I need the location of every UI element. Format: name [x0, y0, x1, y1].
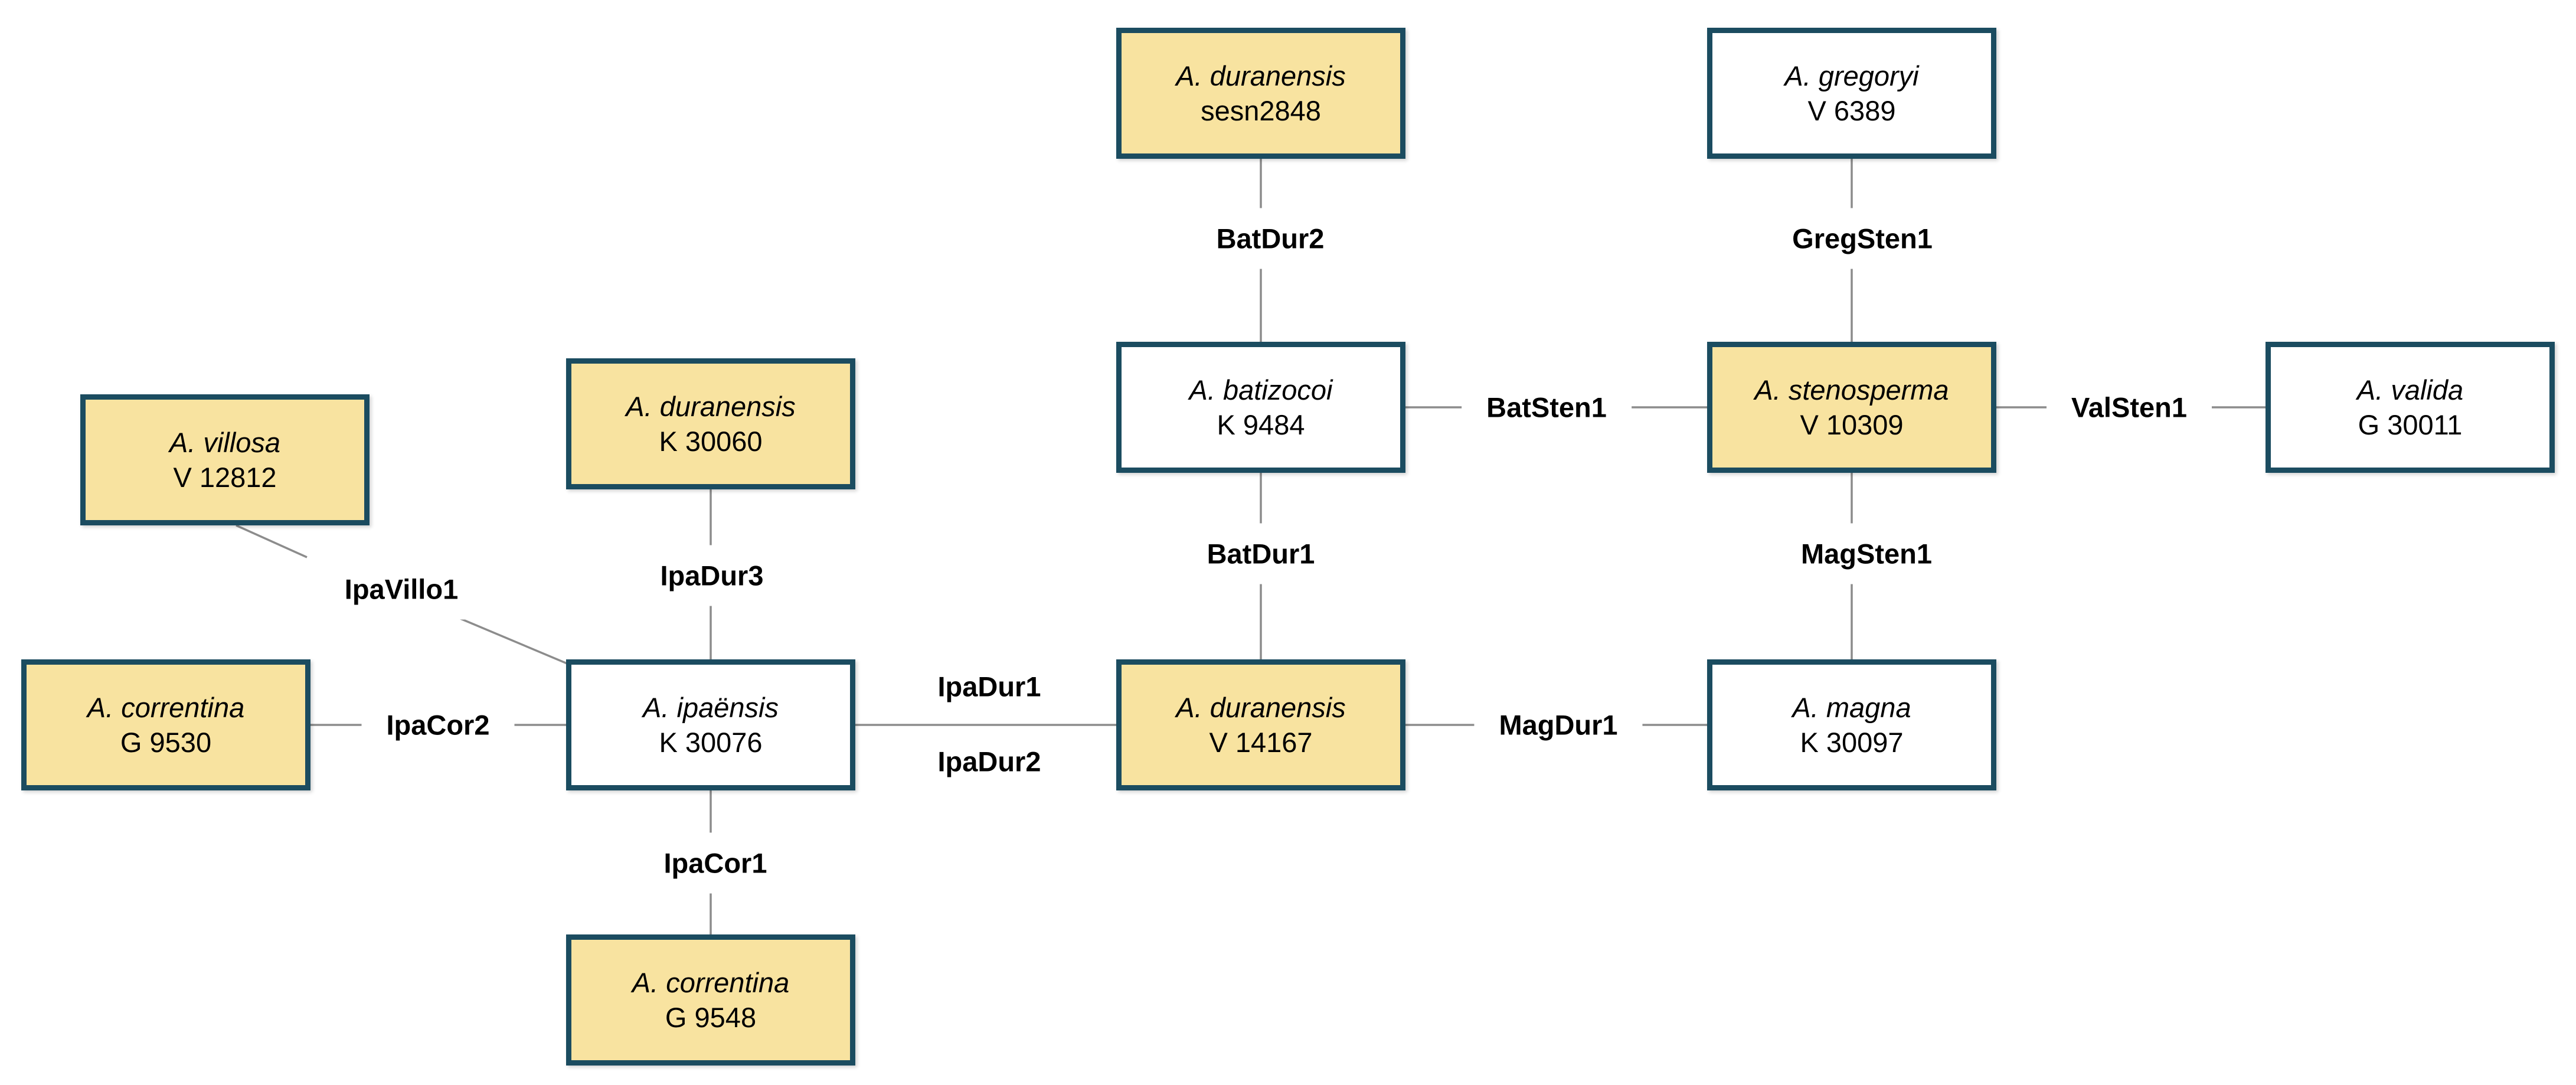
cross-label-batsten1: BatSten1: [1462, 377, 1632, 438]
species-name: A. gregoryi: [1784, 60, 1919, 91]
species-box-correntina-g9548: A. correntina G 9548: [566, 934, 855, 1066]
species-box-stenosperma-v10309: A. stenosperma V 10309: [1707, 342, 1996, 473]
accession-id: K 30060: [659, 426, 763, 457]
cross-label-ipadur2: IpaDur2: [913, 731, 1066, 792]
species-name: A. correntina: [87, 691, 245, 723]
cross-label-valsten1: ValSten1: [2047, 377, 2212, 438]
species-name: A. duranensis: [1176, 60, 1346, 91]
accession-id: V 14167: [1209, 727, 1313, 758]
edge-ipavillo1-line-lower: [460, 617, 569, 665]
cross-label-ipadur3: IpaDur3: [635, 545, 789, 606]
accession-id: K 9484: [1217, 409, 1305, 440]
cross-label-magsten1: MagSten1: [1776, 523, 1957, 584]
species-box-duranensis-sesn2848: A. duranensis sesn2848: [1116, 28, 1405, 159]
species-name: A. villosa: [169, 426, 281, 458]
cross-label-magdur1: MagDur1: [1474, 694, 1643, 756]
accession-id: V 12812: [173, 462, 277, 493]
cross-label-ipadur1: IpaDur1: [913, 656, 1066, 717]
species-name: A. magna: [1792, 691, 1911, 723]
accession-id: V 6389: [1807, 95, 1896, 126]
cross-label-gregsten1: GregSten1: [1767, 208, 1957, 269]
species-name: A. stenosperma: [1754, 374, 1949, 406]
species-box-correntina-g9530: A. correntina G 9530: [21, 659, 310, 790]
cross-label-ipacor1: IpaCor1: [639, 832, 792, 894]
species-box-magna-k30097: A. magna K 30097: [1707, 659, 1996, 790]
species-name: A. correntina: [632, 966, 790, 998]
species-name: A. duranensis: [1176, 691, 1346, 723]
accession-id: G 30011: [2358, 409, 2463, 440]
accession-id: K 30076: [659, 727, 763, 758]
species-box-valida-g30011: A. valida G 30011: [2266, 342, 2555, 473]
species-box-villosa-v12812: A. villosa V 12812: [80, 394, 370, 525]
cross-label-ipavillo1: IpaVillo1: [319, 558, 483, 620]
cross-label-ipacor2: IpaCor2: [361, 694, 515, 756]
species-box-duranensis-k30060: A. duranensis K 30060: [566, 358, 855, 489]
accession-id: K 30097: [1800, 727, 1904, 758]
cross-label-batdur2: BatDur2: [1191, 208, 1349, 269]
species-box-duranensis-v14167: A. duranensis V 14167: [1116, 659, 1405, 790]
species-box-gregoryi-v6389: A. gregoryi V 6389: [1707, 28, 1996, 159]
accession-id: G 9530: [120, 727, 212, 758]
edge-ipavillo1-line-upper: [236, 524, 308, 558]
species-name: A. valida: [2356, 374, 2464, 406]
accession-id: sesn2848: [1201, 95, 1321, 126]
species-name: A. duranensis: [626, 390, 796, 422]
cross-label-batdur1: BatDur1: [1182, 523, 1340, 584]
species-box-ipaensis-k30076: A. ipaënsis K 30076: [566, 659, 855, 790]
species-box-batizocoi-k9484: A. batizocoi K 9484: [1116, 342, 1405, 473]
species-name: A. ipaënsis: [643, 691, 779, 723]
accession-id: G 9548: [665, 1002, 757, 1033]
species-name: A. batizocoi: [1189, 374, 1333, 406]
accession-id: V 10309: [1800, 409, 1904, 440]
